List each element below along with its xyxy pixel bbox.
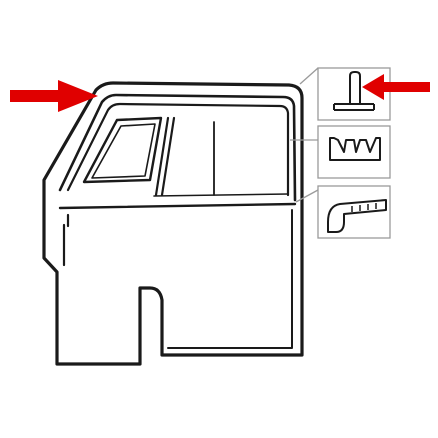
belt-line-inner (153, 193, 289, 197)
vent-window (82, 116, 163, 184)
belt-seal-icon (327, 199, 387, 233)
belt-line-seal (317, 185, 391, 239)
t-profile-pointer (362, 74, 430, 100)
upper-frame-pointer (10, 80, 98, 112)
u-channel-seal (317, 125, 391, 179)
frame-inner-line-2 (66, 102, 290, 197)
body-panel-line (62, 213, 70, 267)
leader-line-top (299, 67, 319, 85)
leader-lines (290, 67, 319, 203)
window-channel (154, 116, 176, 197)
belt-line (58, 202, 297, 210)
frame-inner-line (58, 93, 297, 202)
t-profile-icon (333, 71, 375, 111)
belt-seal-fins (351, 203, 377, 212)
vent-window-inner (91, 123, 156, 179)
door-outer-outline (42, 81, 304, 366)
u-channel-icon (329, 137, 381, 161)
leader-line-bottom (295, 189, 319, 203)
door-body (42, 81, 304, 366)
door-inner-lower (167, 209, 293, 349)
pointer-arrows (10, 74, 430, 112)
